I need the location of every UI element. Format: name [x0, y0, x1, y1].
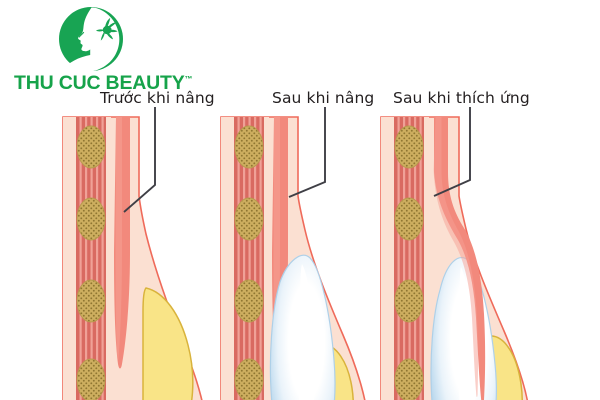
figure-before	[62, 116, 207, 400]
trademark-symbol: ™	[184, 74, 193, 84]
leader-line-before	[123, 107, 156, 213]
brand-name: THU CUC BEAUTY	[14, 72, 185, 94]
panel-label-after: Sau khi nâng	[272, 89, 375, 107]
brand-logo: THU CUC BEAUTY™	[14, 6, 194, 94]
brand-wordmark: THU CUC BEAUTY™	[14, 72, 194, 94]
leader-line-after	[288, 107, 326, 198]
figure-settled	[380, 116, 531, 400]
panel-label-settled: Sau khi thích ứng	[393, 89, 530, 107]
woman-face-profile-in-circle-icon	[58, 6, 124, 72]
leader-line-settled	[433, 107, 471, 197]
figure-after	[220, 116, 369, 400]
panel-label-before: Trước khi nâng	[100, 89, 215, 107]
